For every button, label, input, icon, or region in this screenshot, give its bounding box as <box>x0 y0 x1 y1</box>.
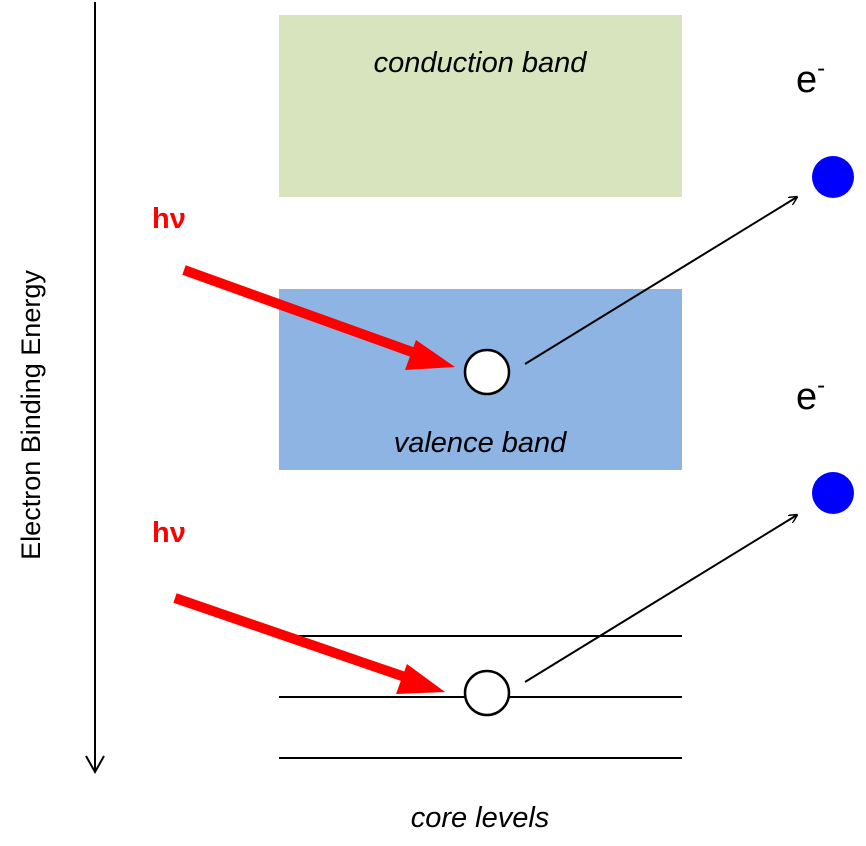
core-levels-label: core levels <box>411 802 550 834</box>
electron-label-upper: e- <box>796 55 825 101</box>
photon-arrow-valence-shaft <box>182 265 414 357</box>
photon-arrow-valence-head <box>405 340 455 370</box>
photon-label-core: hν <box>152 517 186 549</box>
axis-label: Electron Binding Energy <box>16 270 46 560</box>
core-hole <box>463 669 511 717</box>
valence-hole <box>463 348 511 396</box>
electron-upper <box>812 156 854 198</box>
binding-energy-axis-arrowhead <box>85 755 105 775</box>
conduction-band <box>279 15 682 197</box>
photon-arrow-core-head <box>396 664 445 694</box>
emission-arrow-valence <box>524 197 797 365</box>
photon-arrow-core-shaft <box>173 593 407 682</box>
valence-band-label: valence band <box>394 427 567 459</box>
conduction-band-label: conduction band <box>374 47 588 79</box>
electron-label-lower: e- <box>796 372 825 418</box>
photon-label-valence: hν <box>152 203 186 235</box>
electron-lower <box>812 472 854 514</box>
emission-arrow-core <box>524 515 797 683</box>
